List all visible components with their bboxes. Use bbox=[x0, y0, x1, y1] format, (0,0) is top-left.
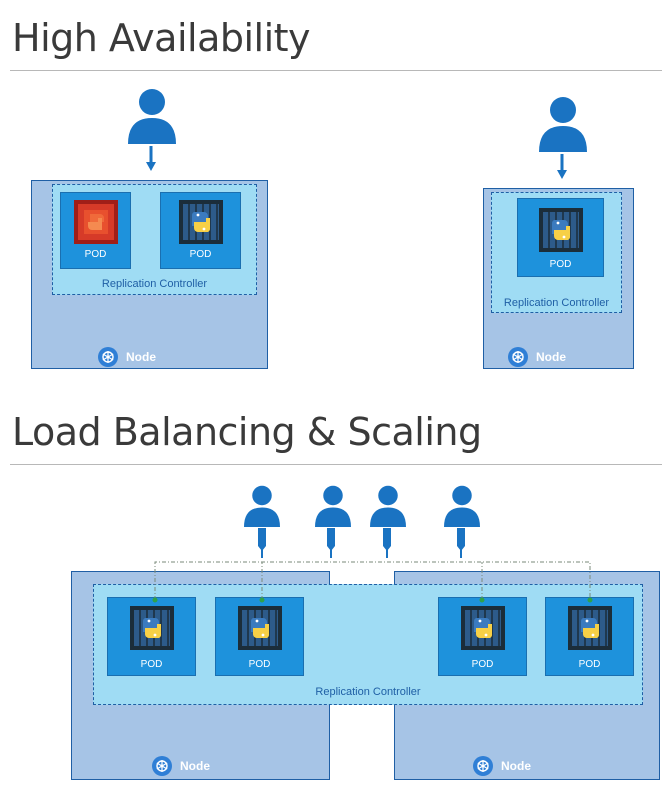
connection-point bbox=[259, 597, 265, 603]
replication-controller: POD POD Replication Controller bbox=[52, 184, 257, 295]
python-container-icon bbox=[179, 200, 223, 244]
kubernetes-wheel-icon bbox=[98, 347, 118, 367]
pod-failed: POD bbox=[60, 192, 131, 269]
node-right: POD Replication Controller Node bbox=[483, 188, 634, 369]
arrow-down-icon bbox=[258, 528, 266, 551]
node-label-text: Node bbox=[536, 350, 566, 364]
pod: POD bbox=[517, 198, 604, 277]
failed-container-icon bbox=[74, 200, 118, 244]
connection-line bbox=[154, 561, 591, 600]
user-icon bbox=[368, 485, 416, 533]
kubernetes-wheel-icon bbox=[152, 756, 172, 776]
arrow-down-icon bbox=[457, 528, 465, 551]
user-icon bbox=[242, 485, 290, 533]
high-availability-title: High Availability bbox=[12, 16, 311, 60]
arrow-down-icon bbox=[327, 528, 335, 551]
node-label-text: Node bbox=[180, 759, 210, 773]
node-label: Node bbox=[152, 756, 210, 776]
node-label: Node bbox=[98, 347, 156, 367]
pod-label: POD bbox=[189, 249, 212, 260]
connection-point bbox=[587, 597, 593, 603]
pod: POD bbox=[160, 192, 241, 269]
replication-controller-label: Replication Controller bbox=[315, 686, 421, 698]
connection-point bbox=[152, 597, 158, 603]
python-container-icon bbox=[539, 208, 583, 252]
python-container-icon bbox=[238, 606, 282, 650]
node-left: POD POD Replication Controller Node bbox=[31, 180, 268, 369]
node-label: Node bbox=[508, 347, 566, 367]
node-label-text: Node bbox=[501, 759, 531, 773]
pod: POD bbox=[215, 597, 304, 676]
load-balancing-title: Load Balancing & Scaling bbox=[12, 410, 482, 454]
pod: POD bbox=[107, 597, 196, 676]
python-container-icon bbox=[130, 606, 174, 650]
connection-point bbox=[479, 597, 485, 603]
arrow-down-icon bbox=[383, 528, 391, 551]
user-icon bbox=[126, 88, 176, 144]
pod-label: POD bbox=[248, 659, 271, 670]
kubernetes-wheel-icon bbox=[508, 347, 528, 367]
user-icon bbox=[537, 96, 587, 152]
python-container-icon bbox=[461, 606, 505, 650]
python-container-icon bbox=[568, 606, 612, 650]
pod-label: POD bbox=[84, 249, 107, 260]
arrow-down-icon bbox=[146, 146, 156, 172]
replication-controller-label: Replication Controller bbox=[101, 278, 208, 290]
pod-label: POD bbox=[140, 659, 163, 670]
node-label-text: Node bbox=[126, 350, 156, 364]
user-icon bbox=[313, 485, 361, 533]
replication-controller: POD POD bbox=[93, 584, 643, 705]
title-divider bbox=[10, 70, 662, 71]
arrow-down-icon bbox=[557, 154, 567, 180]
title-divider bbox=[10, 464, 662, 465]
replication-controller-label: Replication Controller bbox=[503, 297, 610, 309]
pod-label: POD bbox=[471, 659, 494, 670]
pod: POD bbox=[438, 597, 527, 676]
pod: POD bbox=[545, 597, 634, 676]
replication-controller: POD Replication Controller bbox=[491, 192, 622, 313]
user-icon bbox=[442, 485, 490, 533]
kubernetes-wheel-icon bbox=[473, 756, 493, 776]
pod-label: POD bbox=[578, 659, 601, 670]
node-label: Node bbox=[473, 756, 531, 776]
pod-label: POD bbox=[549, 259, 572, 270]
